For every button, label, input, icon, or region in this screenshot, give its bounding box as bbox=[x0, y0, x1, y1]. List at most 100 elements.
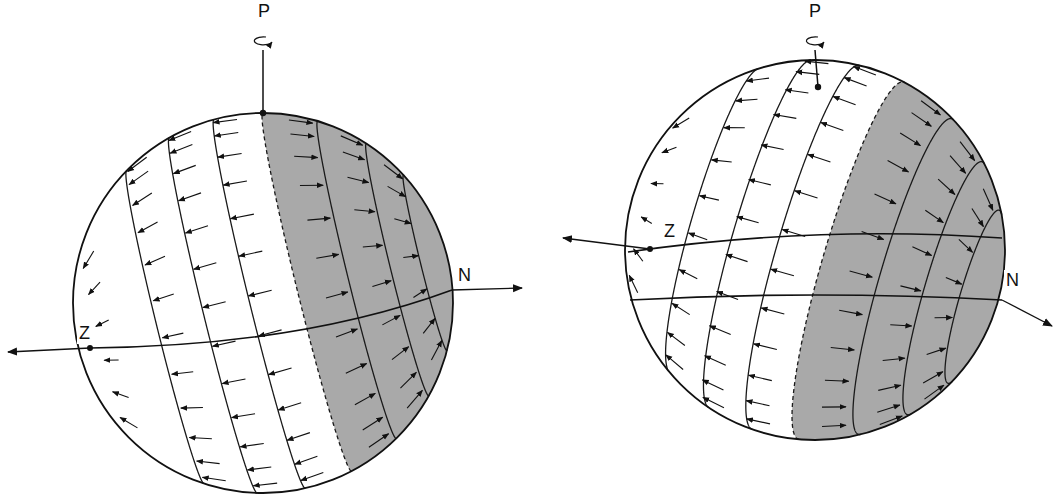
velocity-arrow bbox=[912, 247, 931, 256]
velocity-arrow bbox=[104, 359, 118, 360]
sphere bbox=[563, 37, 1052, 440]
velocity-arrow bbox=[900, 133, 920, 146]
velocity-arrow bbox=[363, 245, 383, 247]
velocity-arrow bbox=[194, 263, 217, 270]
z-point-dot bbox=[647, 246, 653, 252]
boundary-line bbox=[792, 82, 904, 439]
band-line bbox=[213, 119, 305, 488]
velocity-arrow bbox=[822, 425, 846, 426]
velocity-arrow bbox=[983, 189, 993, 210]
velocity-arrow bbox=[189, 438, 212, 439]
velocity-arrow bbox=[629, 275, 637, 292]
velocity-arrow bbox=[197, 461, 220, 464]
velocity-arrow bbox=[888, 161, 909, 172]
point-label: N bbox=[1004, 270, 1021, 291]
shaded-region bbox=[792, 82, 1005, 440]
band-line bbox=[126, 171, 204, 484]
velocity-arrow bbox=[935, 317, 953, 318]
point-label: Z bbox=[77, 323, 92, 344]
velocity-arrow bbox=[300, 185, 323, 186]
velocity-arrow bbox=[173, 165, 195, 173]
velocity-arrow bbox=[240, 444, 264, 447]
velocity-arrow bbox=[822, 406, 846, 407]
velocity-arrow bbox=[346, 363, 367, 373]
velocity-arrow bbox=[172, 372, 194, 374]
velocity-arrow bbox=[403, 256, 418, 258]
velocity-arrow bbox=[336, 329, 357, 337]
velocity-arrow bbox=[248, 290, 271, 296]
velocity-arrow bbox=[392, 347, 409, 360]
velocity-arrow bbox=[711, 160, 731, 162]
rotation-axis bbox=[815, 50, 818, 87]
velocity-arrow bbox=[128, 157, 147, 171]
sphere-face bbox=[625, 60, 1005, 440]
velocity-arrow bbox=[343, 152, 365, 160]
velocity-arrow bbox=[950, 156, 966, 174]
velocity-arrow bbox=[354, 210, 375, 212]
velocity-arrow bbox=[170, 145, 192, 154]
velocity-arrow bbox=[89, 282, 101, 294]
axis-arrow bbox=[452, 288, 522, 290]
velocity-arrow bbox=[737, 217, 759, 223]
velocity-arrow bbox=[162, 333, 183, 338]
velocity-arrow bbox=[96, 320, 109, 327]
velocity-arrow bbox=[382, 315, 400, 325]
z-point-dot bbox=[87, 345, 93, 351]
velocity-arrow bbox=[877, 405, 900, 412]
velocity-arrow bbox=[394, 219, 411, 224]
velocity-arrow bbox=[890, 325, 911, 326]
velocity-arrow bbox=[230, 214, 254, 219]
velocity-arrow bbox=[927, 348, 946, 354]
velocity-arrow bbox=[736, 99, 758, 101]
velocity-arrow bbox=[831, 347, 855, 350]
velocity-arrow bbox=[878, 385, 901, 390]
velocity-arrow bbox=[185, 226, 208, 233]
pole-label: P bbox=[256, 1, 272, 22]
velocity-arrow bbox=[253, 483, 277, 486]
velocity-arrow bbox=[400, 372, 416, 388]
velocity-arrow bbox=[133, 193, 152, 205]
velocity-arrow bbox=[938, 179, 955, 194]
velocity-arrow bbox=[808, 154, 831, 162]
rotation-axis bbox=[262, 50, 264, 113]
velocity-arrow bbox=[710, 326, 731, 335]
great-circle bbox=[90, 290, 452, 348]
velocity-arrow bbox=[129, 171, 148, 185]
velocity-arrow bbox=[413, 289, 426, 298]
band-line bbox=[317, 121, 396, 438]
axis-arrow bbox=[563, 238, 650, 249]
velocity-arrow bbox=[278, 403, 301, 410]
velocity-arrow bbox=[218, 153, 242, 157]
band-line bbox=[168, 138, 257, 493]
sphere-face bbox=[73, 113, 453, 493]
pole-dot bbox=[260, 110, 266, 116]
point-label: N bbox=[456, 265, 473, 286]
velocity-arrow bbox=[301, 472, 324, 480]
band-line bbox=[746, 65, 860, 429]
velocity-arrow bbox=[269, 368, 292, 375]
velocity-arrow bbox=[181, 407, 203, 409]
velocity-arrow bbox=[705, 356, 726, 365]
velocity-arrow bbox=[785, 90, 808, 93]
velocity-arrow bbox=[248, 467, 272, 470]
band-line bbox=[903, 162, 985, 415]
velocity-arrow bbox=[120, 417, 137, 427]
velocity-arrow bbox=[862, 232, 884, 240]
velocity-arrow bbox=[839, 310, 862, 314]
velocity-arrow bbox=[875, 194, 896, 204]
velocity-arrow bbox=[702, 380, 723, 390]
velocity-arrow bbox=[747, 78, 769, 81]
velocity-arrow bbox=[223, 181, 247, 185]
velocity-arrow bbox=[287, 433, 310, 441]
velocity-arrow bbox=[761, 308, 784, 314]
velocity-arrow bbox=[289, 120, 313, 123]
boundary-line bbox=[262, 113, 352, 471]
velocity-arrow bbox=[854, 67, 876, 76]
velocity-arrow bbox=[912, 113, 932, 127]
velocity-arrow bbox=[796, 72, 819, 75]
velocity-arrow bbox=[294, 156, 318, 157]
velocity-arrow bbox=[295, 456, 318, 464]
band-line bbox=[403, 175, 447, 350]
